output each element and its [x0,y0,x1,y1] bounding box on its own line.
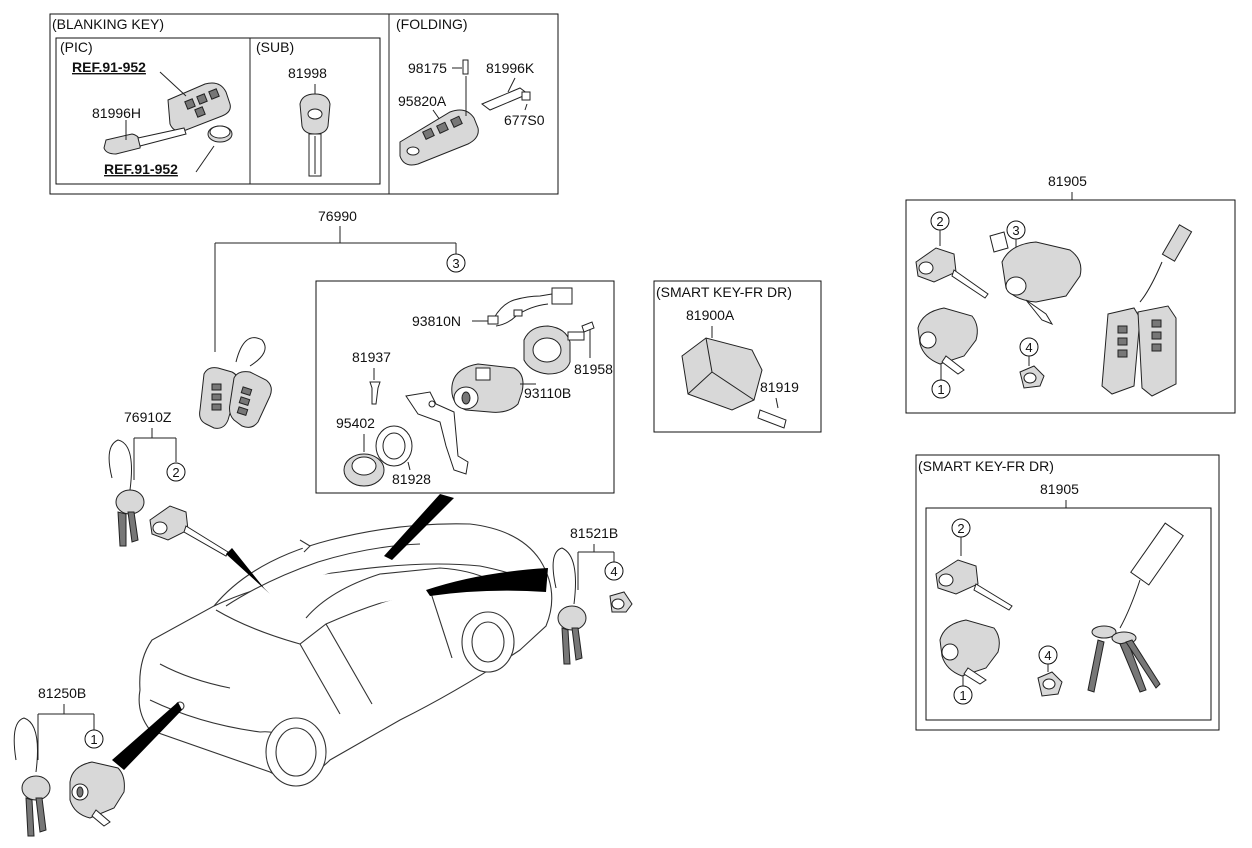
part-81900A: 81900A [686,307,735,323]
sub-title: (SUB) [256,39,294,55]
leader-wedge-ignition [384,494,454,560]
key-set-76990 [199,337,272,429]
callout-3-upper: 3 [1012,223,1019,238]
ignition-switch-93110B [523,325,585,375]
part-677S0: 677S0 [504,112,545,128]
part-81996K: 81996K [486,60,535,76]
door-lock-upper [915,247,989,299]
part-81998: 81998 [288,65,327,81]
screw-81919 [757,409,787,429]
wiring-93810N [487,287,573,327]
part-81919: 81919 [760,379,799,395]
ref-label-top: REF.91-952 [72,59,146,75]
folding-title: (FOLDING) [396,16,468,32]
key-set-81521B [552,547,587,665]
door-lock-76910Z [149,505,229,557]
folding-blade [481,87,529,111]
callout-3-group: 3 [452,256,459,271]
smart-key-fr-dr-title-mid: (SMART KEY-FR DR) [656,284,792,300]
screw-81937 [369,381,381,405]
leader-wedge-rear-door [226,548,270,594]
pin-98175 [462,59,469,75]
pic-title: (PIC) [60,39,93,55]
coin-battery [207,125,233,143]
callout-1-upper: 1 [937,382,944,397]
sub-key [299,93,331,177]
screw-81958 [581,321,595,333]
part-81905-upper: 81905 [1048,173,1087,189]
bezel-95402 [343,453,385,487]
smart-key-fr-dr-box-right [915,454,1220,731]
screw-677S0 [521,91,531,101]
part-81905-lower: 81905 [1040,481,1079,497]
callout-4-81521B: 4 [610,564,617,579]
callout-4-upper: 4 [1025,340,1032,355]
callout-2-left: 2 [172,465,179,480]
key-set-81250B [13,717,51,837]
part-81937: 81937 [352,349,391,365]
callout-2-upper: 2 [936,214,943,229]
part-98175: 98175 [408,60,447,76]
ignition-assy-upper [989,231,1082,326]
part-81250B: 81250B [38,685,86,701]
trunk-lock-lower [939,619,1000,685]
folding-key-fob [399,109,479,166]
cap-upper [1019,365,1045,389]
smart-key-fr-dr-box-mid [653,280,822,433]
ref-label-bottom: REF.91-952 [104,161,178,177]
car-body [138,523,553,787]
smart-key-module-81900A [681,337,763,411]
part-81996H: 81996H [92,105,141,121]
part-81958: 81958 [574,361,613,377]
part-76910Z: 76910Z [124,409,172,425]
part-76990: 76990 [318,208,357,224]
callout-4-lower: 4 [1044,648,1051,663]
cap-lower [1037,671,1063,697]
trunk-lock-upper [917,307,978,375]
leader-wedge-front-door [426,568,548,596]
part-93110B: 93110B [524,385,571,401]
ring-81928 [375,425,413,467]
key-set-76910Z [108,439,145,547]
leader-wedge-trunk [112,702,182,770]
door-lock-lower [935,559,1013,611]
part-95820A: 95820A [398,93,447,109]
key-fobs-upper [1101,224,1193,397]
callout-1-81250B: 1 [90,732,97,747]
set-81905-box-lower [925,507,1212,721]
set-81905-box-upper [905,199,1236,414]
key-variants-panel: (BLANKING KEY) (PIC) (SUB) (FOLDING) REF… [49,13,559,195]
part-95402: 95402 [336,415,375,431]
cap-81521B [609,591,633,613]
smart-key-fr-dr-title-right: (SMART KEY-FR DR) [918,458,1054,474]
callout-2-lower: 2 [957,521,964,536]
key-set-lower [1087,522,1184,693]
lock-cylinder [451,363,524,413]
ignition-lock-group-box [315,280,615,494]
trunk-lock-81250B [69,761,125,827]
part-81928: 81928 [392,471,431,487]
callout-1-lower: 1 [959,688,966,703]
smart-key-fob [167,82,231,132]
bracket [405,391,469,475]
part-81521B: 81521B [570,525,618,541]
blanking-key-title: (BLANKING KEY) [52,16,164,32]
emergency-key-blade [103,127,187,155]
part-93810N: 93810N [412,313,461,329]
